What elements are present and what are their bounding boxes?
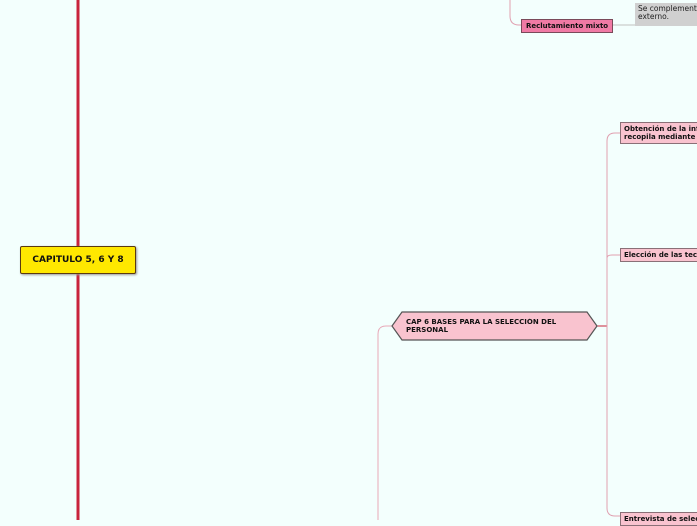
central-topic-label: CAPITULO 5, 6 Y 8 bbox=[32, 255, 124, 265]
cap6-hexagon[interactable] bbox=[391, 311, 598, 341]
node-label: Elección de las tec bbox=[624, 251, 697, 259]
node-label: Reclutamiento mixto bbox=[526, 22, 609, 30]
cap6-label: CAP 6 BASES PARA LA SELECCIÓN DEL PERSON… bbox=[406, 318, 557, 334]
note-text: Se complement externo. bbox=[638, 4, 697, 21]
reclutamiento-mixto-node[interactable]: Reclutamiento mixto bbox=[521, 19, 613, 33]
node-label: Obtención de la inf recopila mediante bbox=[624, 125, 697, 141]
child-node-obtencion[interactable]: Obtención de la inf recopila mediante bbox=[620, 122, 697, 144]
central-topic[interactable]: CAPITULO 5, 6 Y 8 bbox=[20, 246, 136, 274]
reclutamiento-note[interactable]: Se complement externo. bbox=[635, 3, 697, 26]
child-node-entrevista[interactable]: Entrevista de selec bbox=[620, 512, 697, 526]
node-label: Entrevista de selec bbox=[624, 515, 697, 523]
child-node-eleccion[interactable]: Elección de las tec bbox=[620, 248, 697, 262]
